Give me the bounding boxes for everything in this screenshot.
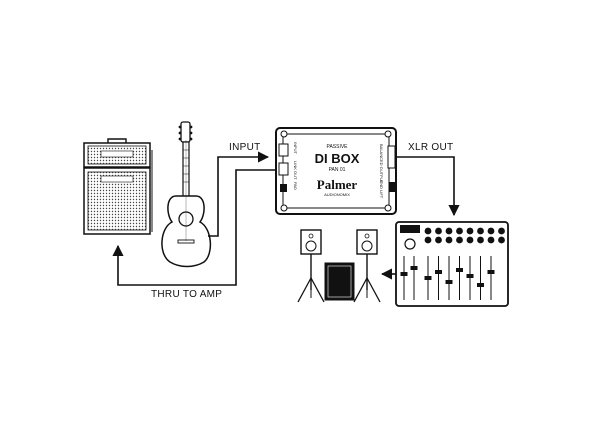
label-thru-to-amp: THRU TO AMP bbox=[151, 289, 222, 300]
mixer-knob bbox=[477, 227, 484, 235]
mixer-knob bbox=[466, 236, 474, 244]
mixer-knob bbox=[498, 236, 505, 244]
screw-icon bbox=[384, 204, 392, 212]
cable-di-xlr-to-mixer bbox=[396, 156, 460, 217]
guitar-body bbox=[161, 195, 212, 268]
fader-cap bbox=[466, 274, 474, 278]
mixing-console bbox=[395, 221, 509, 307]
mixer-master-knob bbox=[404, 238, 416, 250]
fader-cap bbox=[487, 270, 495, 274]
input-jack bbox=[278, 143, 289, 157]
fader-cap bbox=[477, 283, 484, 287]
mixer-knob bbox=[456, 227, 463, 235]
mixer-knob bbox=[435, 236, 442, 244]
mixer-knob bbox=[487, 227, 495, 235]
label-xlr-out: XLR OUT bbox=[408, 142, 453, 153]
right-speaker bbox=[353, 229, 381, 303]
mixer-knob bbox=[435, 227, 442, 235]
cable-guitar-to-di bbox=[208, 151, 270, 237]
screw-icon bbox=[384, 130, 392, 138]
di-right-label-lift: GND LIFT bbox=[379, 180, 384, 199]
link-out-jack bbox=[278, 162, 289, 176]
left-speaker bbox=[297, 229, 325, 303]
di-box: INPUT LINK OUT PAD BALANCED OUTPUT GND L… bbox=[275, 127, 397, 215]
fader-cap bbox=[400, 272, 408, 276]
mixer-knob bbox=[477, 236, 484, 244]
pad-switch bbox=[280, 184, 287, 192]
mixer-knob bbox=[466, 227, 474, 235]
cable-di-link-to-amp bbox=[112, 169, 276, 286]
di-box-sub-brand: AUDIONOMIX bbox=[324, 192, 350, 197]
mixer-knob bbox=[445, 236, 453, 244]
ground-lift-switch bbox=[389, 182, 395, 192]
di-left-label-link: LINK OUT bbox=[293, 161, 298, 180]
di-left-label-input: INPUT bbox=[293, 142, 298, 155]
mixer-knob bbox=[487, 236, 495, 244]
fader-cap bbox=[456, 268, 463, 272]
screw-icon bbox=[280, 130, 288, 138]
label-input: INPUT bbox=[229, 142, 261, 153]
di-box-type: PASSIVE bbox=[326, 144, 348, 150]
xlr-output-connector bbox=[387, 145, 396, 169]
di-right-label-output: BALANCED OUTPUT bbox=[379, 144, 384, 184]
mixer-knob bbox=[424, 227, 432, 235]
mixer-knob bbox=[456, 236, 463, 244]
fader-cap bbox=[410, 266, 418, 270]
di-left-label-pad: PAD bbox=[293, 182, 298, 190]
pa-system bbox=[297, 229, 381, 303]
fader-cap bbox=[445, 280, 453, 284]
di-box-brand: Palmer bbox=[317, 177, 358, 192]
fader-cap bbox=[424, 276, 432, 280]
screw-icon bbox=[280, 204, 288, 212]
fader-cap bbox=[435, 270, 442, 274]
mixer-knob bbox=[445, 227, 453, 235]
subwoofer bbox=[324, 262, 355, 301]
mixer-knob bbox=[498, 227, 505, 235]
di-box-model: PAN 01 bbox=[329, 167, 346, 173]
amp-stack bbox=[83, 138, 153, 235]
di-box-name: DI BOX bbox=[315, 151, 360, 166]
acoustic-guitar bbox=[161, 121, 212, 268]
mixer-knob bbox=[424, 236, 432, 244]
